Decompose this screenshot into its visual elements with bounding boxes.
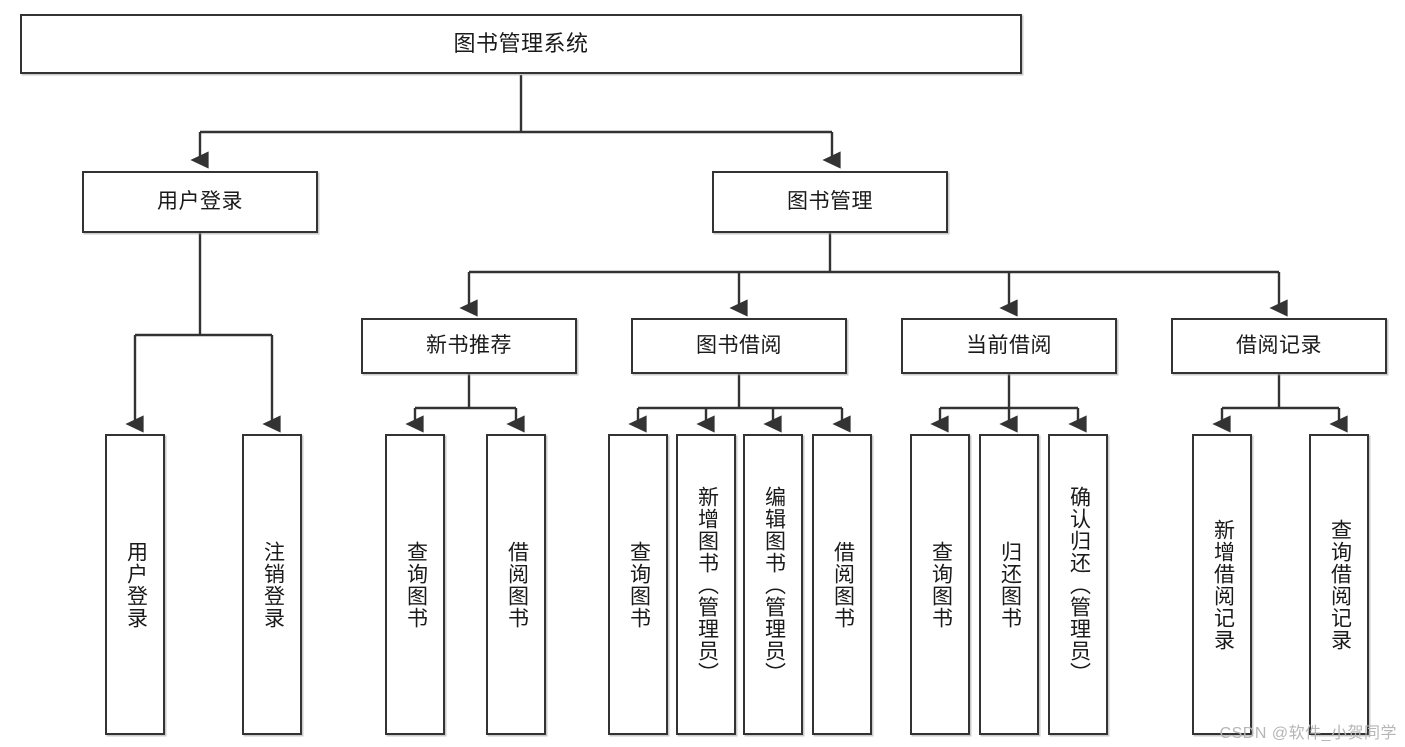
leaf-label: 编辑图书（管理员） [762,485,786,684]
leaf-label: 新增借阅记录 [1211,518,1235,651]
leaf-add-book-admin[interactable]: 新增图书（管理员） [676,434,736,735]
node-label: 图书管理系统 [453,31,589,57]
leaf-label: 新增图书（管理员） [695,485,719,684]
leaf-label: 查询图书 [627,540,651,629]
node-label: 图书借阅 [696,333,782,357]
leaf-label: 查询借阅记录 [1328,518,1352,651]
leaf-borrow-book-recommend[interactable]: 借阅图书 [486,434,546,735]
leaf-label: 归还图书 [998,540,1022,629]
leaf-label: 借阅图书 [831,540,855,629]
node-label: 用户登录 [157,189,243,213]
leaf-user-login[interactable]: 用户登录 [105,434,165,735]
node-current-borrow[interactable]: 当前借阅 [901,318,1117,374]
node-borrow-records[interactable]: 借阅记录 [1171,318,1387,374]
node-label: 借阅记录 [1236,333,1322,357]
csdn-watermark: CSDN @软件_小贺同学 [1219,725,1397,742]
node-label: 当前借阅 [966,333,1052,357]
leaf-query-book-borrow[interactable]: 查询图书 [608,434,668,735]
leaf-confirm-return-admin[interactable]: 确认归还（管理员） [1048,434,1108,735]
leaf-label: 确认归还（管理员） [1067,485,1091,684]
leaf-edit-book-admin[interactable]: 编辑图书（管理员） [743,434,803,735]
leaf-query-book-recommend[interactable]: 查询图书 [385,434,445,735]
leaf-query-book-current[interactable]: 查询图书 [910,434,970,735]
node-new-book-recommend[interactable]: 新书推荐 [361,318,577,374]
node-book-borrow[interactable]: 图书借阅 [631,318,847,374]
node-book-management[interactable]: 图书管理 [712,171,948,233]
node-label: 新书推荐 [426,333,512,357]
node-root-system[interactable]: 图书管理系统 [20,14,1022,74]
leaf-logout[interactable]: 注销登录 [242,434,302,735]
node-label: 图书管理 [787,189,873,213]
leaf-label: 查询图书 [404,540,428,629]
leaf-return-book[interactable]: 归还图书 [979,434,1039,735]
leaf-label: 用户登录 [124,540,148,629]
leaf-add-borrow-record[interactable]: 新增借阅记录 [1192,434,1252,735]
leaf-label: 注销登录 [261,540,285,629]
leaf-label: 查询图书 [929,540,953,629]
leaf-borrow-book[interactable]: 借阅图书 [812,434,872,735]
node-user-login[interactable]: 用户登录 [82,171,318,233]
leaf-label: 借阅图书 [505,540,529,629]
leaf-query-borrow-record[interactable]: 查询借阅记录 [1309,434,1369,735]
